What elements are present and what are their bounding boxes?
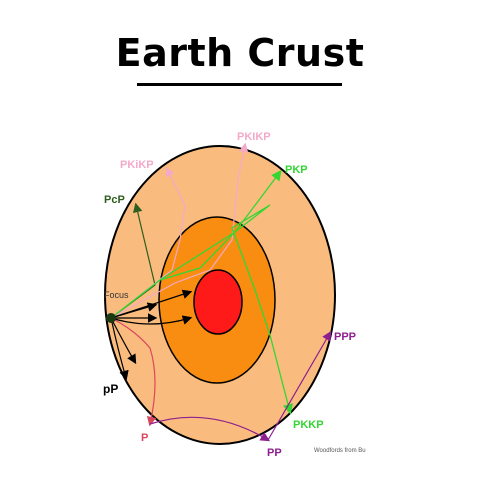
label-pkikp-left: PKiKP: [120, 159, 154, 171]
label-pkikp-top: PKIKP: [237, 131, 271, 143]
inner-core-layer: [193, 269, 243, 335]
title-underline: [137, 83, 342, 86]
label-p: P: [141, 432, 148, 444]
label-pp-bottom: PP: [267, 447, 282, 459]
label-pp-lower: pP: [103, 382, 118, 396]
page-title: Earth Crust: [115, 31, 365, 75]
ppp-ray: [267, 330, 332, 441]
direct-ray-2: [110, 302, 158, 319]
label-pkkp: PKKP: [293, 419, 324, 431]
label-focus: Focus: [104, 290, 129, 300]
label-credit: Woodfords from Bu: [314, 448, 366, 454]
focus-point: [106, 313, 116, 323]
pkkp-ray: [159, 204, 294, 415]
pkikp-top-ray: [110, 142, 249, 319]
label-pcp: PcP: [104, 194, 125, 206]
p-ray: [110, 317, 157, 427]
direct-ray-4: [110, 315, 193, 325]
pp-lower-ray: [110, 317, 129, 381]
pkp-ray: [110, 169, 282, 319]
label-pkp: PKP: [285, 164, 308, 176]
label-ppp: PPP: [334, 331, 356, 343]
pp-bottom-ray: [149, 416, 271, 442]
